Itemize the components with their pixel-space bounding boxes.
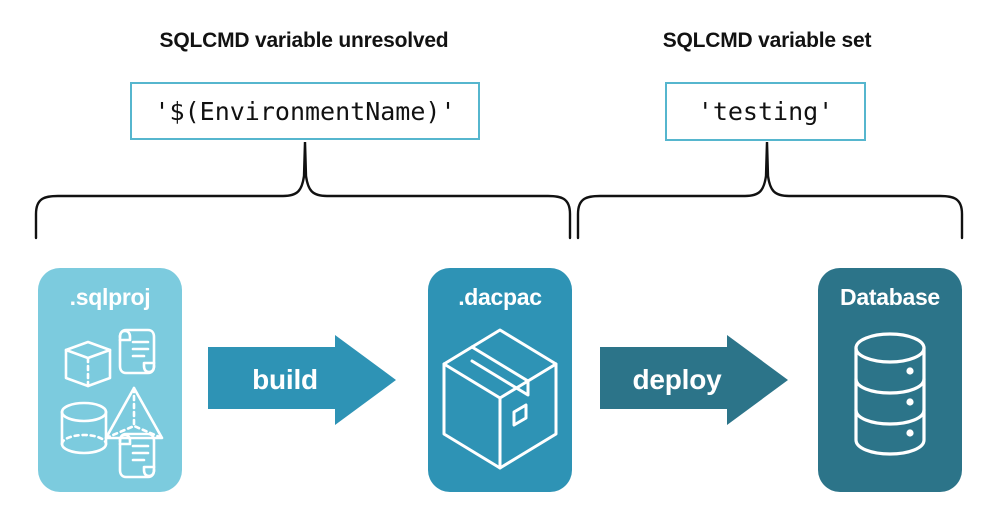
- code-box-environment-name: '$(EnvironmentName)': [130, 82, 480, 140]
- heading-sqlcmd-variable-unresolved: SQLCMD variable unresolved: [159, 29, 449, 52]
- code-box-testing-value: 'testing': [665, 82, 866, 141]
- arrow-build: build: [203, 333, 399, 427]
- stage-label-database: Database: [840, 284, 940, 310]
- arrow-right-icon-build: [208, 335, 396, 425]
- database-indicator-dots: [906, 367, 914, 437]
- brace-set-span: [576, 141, 964, 240]
- scroll-document-icon-bottom: [118, 432, 156, 479]
- stage-box-database: Database: [818, 268, 962, 492]
- cube-icon: [64, 340, 112, 388]
- pyramid-icon: [104, 386, 164, 440]
- sqlproj-assets-icon: [60, 328, 164, 479]
- scroll-document-icon-top: [118, 328, 156, 375]
- arrow-label-deploy: deploy: [632, 364, 722, 395]
- database-cylinder-icon: [854, 332, 926, 456]
- stage-label-dacpac: .dacpac: [458, 284, 542, 310]
- arrow-label-build: build: [252, 364, 318, 395]
- arrow-deploy: deploy: [595, 333, 791, 427]
- stage-box-dacpac: .dacpac: [428, 268, 572, 492]
- stage-box-sqlproj: .sqlproj: [38, 268, 182, 492]
- package-box-icon: [442, 328, 558, 470]
- heading-sqlcmd-variable-set: SQLCMD variable set: [662, 29, 872, 52]
- stage-label-sqlproj: .sqlproj: [69, 284, 151, 310]
- brace-unresolved-span: [34, 141, 572, 240]
- arrow-right-icon-deploy: [600, 335, 788, 425]
- cylinder-icon: [60, 401, 108, 455]
